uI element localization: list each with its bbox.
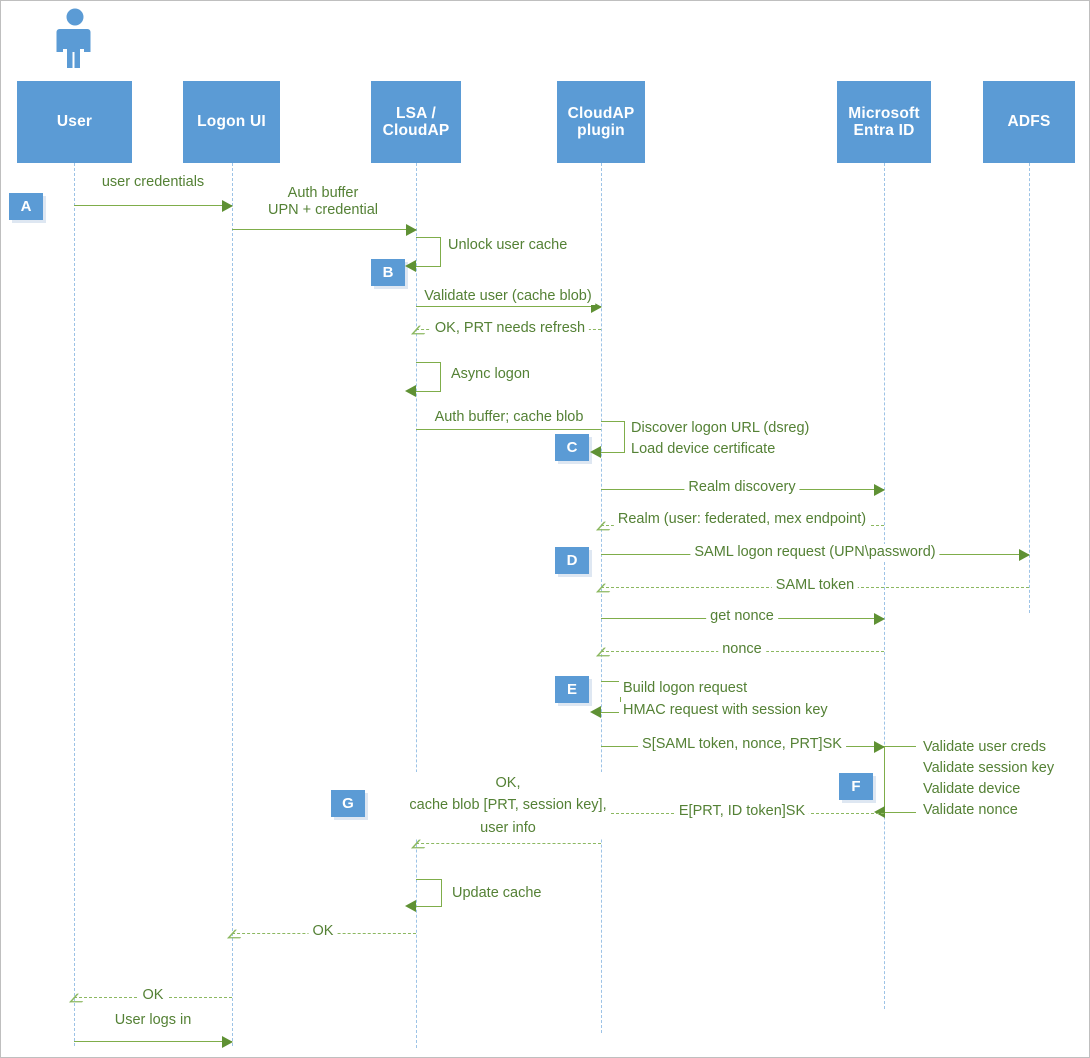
actor-logon-ui[interactable]: Logon UI: [183, 81, 280, 163]
message-label: Realm (user: federated, mex endpoint): [613, 511, 871, 528]
message-label: S[SAML token, nonce, PRT]SK: [638, 736, 846, 753]
message-line: [416, 429, 601, 430]
message-line: [416, 306, 601, 307]
actor-label: User: [56, 113, 93, 131]
selfloop-unlock-user-cache[interactable]: [405, 237, 441, 272]
actor-lsa-cloudap[interactable]: LSA / CloudAP: [371, 81, 461, 163]
message-label: Load device certificate: [627, 441, 780, 458]
message-label: Update cache: [448, 885, 546, 902]
selfloop-entra-validations[interactable]: [874, 746, 916, 818]
step-badge-e[interactable]: E: [555, 676, 589, 703]
arrowhead-left-icon: [874, 806, 885, 818]
arrowhead-left-icon: [590, 446, 601, 458]
step-badge-g[interactable]: G: [331, 790, 365, 817]
arrowhead-right-icon: [591, 300, 602, 313]
message-label: Validate user (cache blob): [420, 288, 596, 305]
message-label: User logs in: [110, 1012, 196, 1029]
message-label: Build logon request: [619, 680, 752, 697]
arrowhead-left-icon: [596, 647, 617, 657]
arrowhead-right-icon: [874, 483, 885, 496]
message-line: [416, 843, 601, 844]
lifeline-adfs: [1029, 163, 1030, 613]
step-badge-d[interactable]: D: [555, 547, 589, 574]
arrowhead-left-icon: [405, 900, 416, 912]
lifeline-cloudap-plugin: [601, 163, 602, 1033]
selfloop-build-logon-request[interactable]: [590, 681, 621, 718]
actor-label: ADFS: [1007, 113, 1051, 131]
message-label: Auth buffer; cache blob: [430, 409, 588, 426]
message-label: user credentials: [97, 174, 209, 191]
arrowhead-left-icon: [69, 993, 90, 1003]
actor-label: CloudAP plugin: [567, 104, 635, 139]
selfloop-update-cache[interactable]: [405, 879, 442, 912]
actor-cloudap-plugin[interactable]: CloudAP plugin: [557, 81, 645, 163]
arrowhead-right-icon: [222, 1035, 233, 1048]
message-line: [74, 1041, 232, 1042]
badge-label: B: [382, 264, 394, 281]
arrowhead-right-icon: [222, 199, 233, 212]
badge-label: C: [566, 439, 578, 456]
lifeline-lsa-cloudap: [416, 163, 417, 1048]
message-label: SAML token: [771, 577, 859, 594]
message-label: Validate user creds Validate session key…: [919, 737, 1059, 822]
step-badge-a[interactable]: A: [9, 193, 43, 220]
selfloop-async-logon[interactable]: [405, 362, 441, 397]
arrowhead-right-icon: [874, 740, 885, 753]
arrowhead-right-icon: [874, 612, 885, 625]
actor-label: LSA / CloudAP: [382, 104, 450, 139]
step-badge-c[interactable]: C: [555, 434, 589, 461]
message-line: [74, 205, 232, 206]
message-line: [232, 229, 416, 230]
message-label: Auth buffer UPN + credential: [263, 185, 383, 219]
actor-user[interactable]: User: [17, 81, 132, 163]
message-label: HMAC request with session key: [619, 702, 832, 719]
arrowhead-left-icon: [405, 385, 416, 397]
message-label: nonce: [718, 641, 766, 658]
message-label: E[PRT, ID token]SK: [674, 803, 810, 820]
step-badge-f[interactable]: F: [839, 773, 873, 800]
arrowhead-left-icon: [411, 839, 432, 849]
message-label: OK, PRT needs refresh: [430, 320, 590, 337]
actor-label: Logon UI: [197, 113, 266, 131]
person-icon: [53, 7, 97, 69]
message-label: get nonce: [706, 608, 778, 625]
message-label: Realm discovery: [684, 479, 800, 496]
actor-label: Microsoft Entra ID: [848, 104, 920, 139]
message-label: Unlock user cache: [444, 237, 572, 254]
message-label: OK: [138, 987, 168, 1004]
message-label: OK: [308, 923, 338, 940]
badge-label: G: [342, 795, 354, 812]
lifeline-user: [74, 163, 75, 1046]
message-label: Async logon: [447, 366, 534, 383]
arrowhead-left-icon: [411, 325, 432, 335]
badge-label: F: [851, 778, 861, 795]
arrowhead-right-icon: [406, 223, 417, 236]
arrowhead-left-icon: [596, 583, 617, 593]
badge-label: E: [566, 681, 577, 698]
step-badge-b[interactable]: B: [371, 259, 405, 286]
arrowhead-left-icon: [590, 706, 601, 718]
arrowhead-left-icon: [405, 260, 416, 272]
message-label: Discover logon URL (dsreg): [627, 420, 814, 437]
arrowhead-left-icon: [227, 929, 248, 939]
badge-label: A: [20, 198, 32, 215]
selfloop-discover-logon-url[interactable]: [590, 421, 625, 458]
actor-adfs[interactable]: ADFS: [983, 81, 1075, 163]
actor-microsoft-entra-id[interactable]: Microsoft Entra ID: [837, 81, 931, 163]
arrowhead-right-icon: [1019, 548, 1030, 561]
lifeline-logon-ui: [232, 163, 233, 1046]
badge-label: D: [566, 552, 578, 569]
lifeline-microsoft-entra-id: [884, 163, 885, 1009]
message-label: OK, cache blob [PRT, session key], user …: [405, 772, 611, 840]
message-label: SAML logon request (UPN\password): [690, 544, 940, 561]
